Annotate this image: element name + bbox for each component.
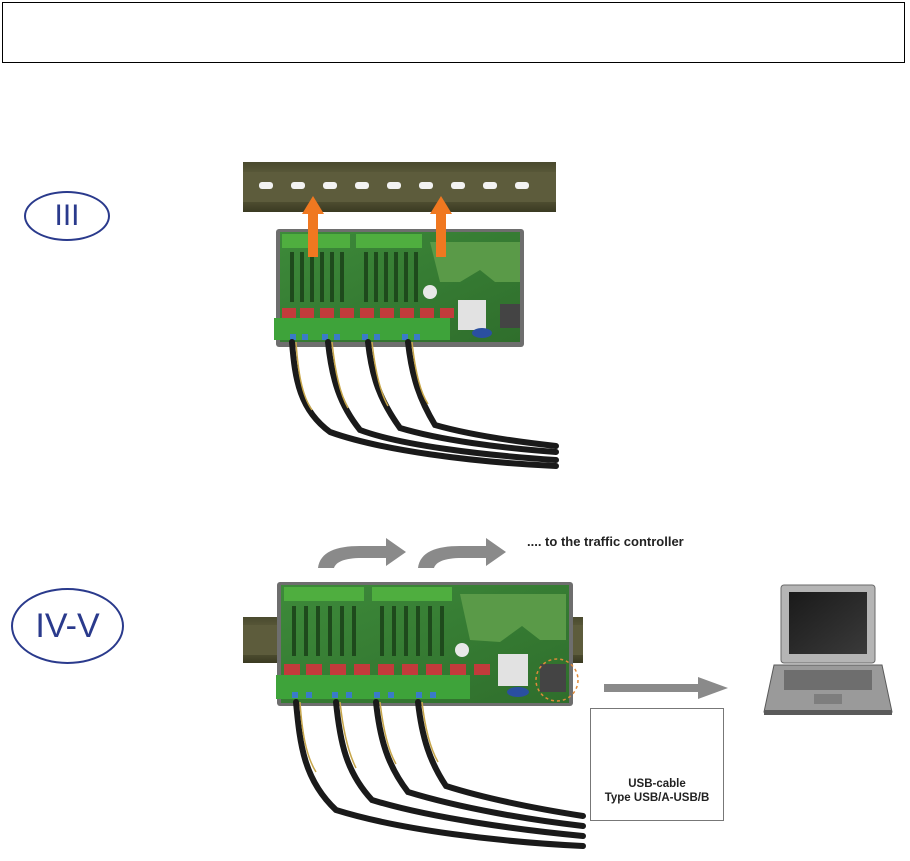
usb-cable-label: USB-cable Type USB/A-USB/B	[590, 777, 724, 805]
usb-cable-label-line2: Type USB/A-USB/B	[590, 791, 724, 805]
cables-top	[292, 342, 556, 466]
circuit-board-bottom	[276, 582, 578, 706]
cables-bottom	[296, 702, 583, 846]
gray-arrow-to-laptop	[604, 677, 728, 699]
curved-arrow-left	[318, 538, 406, 568]
curved-arrow-right	[418, 538, 506, 568]
traffic-controller-label: .... to the traffic controller	[527, 534, 684, 549]
din-rail-top	[243, 162, 556, 212]
usb-cable-label-line1: USB-cable	[590, 777, 724, 791]
laptop-icon	[764, 585, 892, 715]
